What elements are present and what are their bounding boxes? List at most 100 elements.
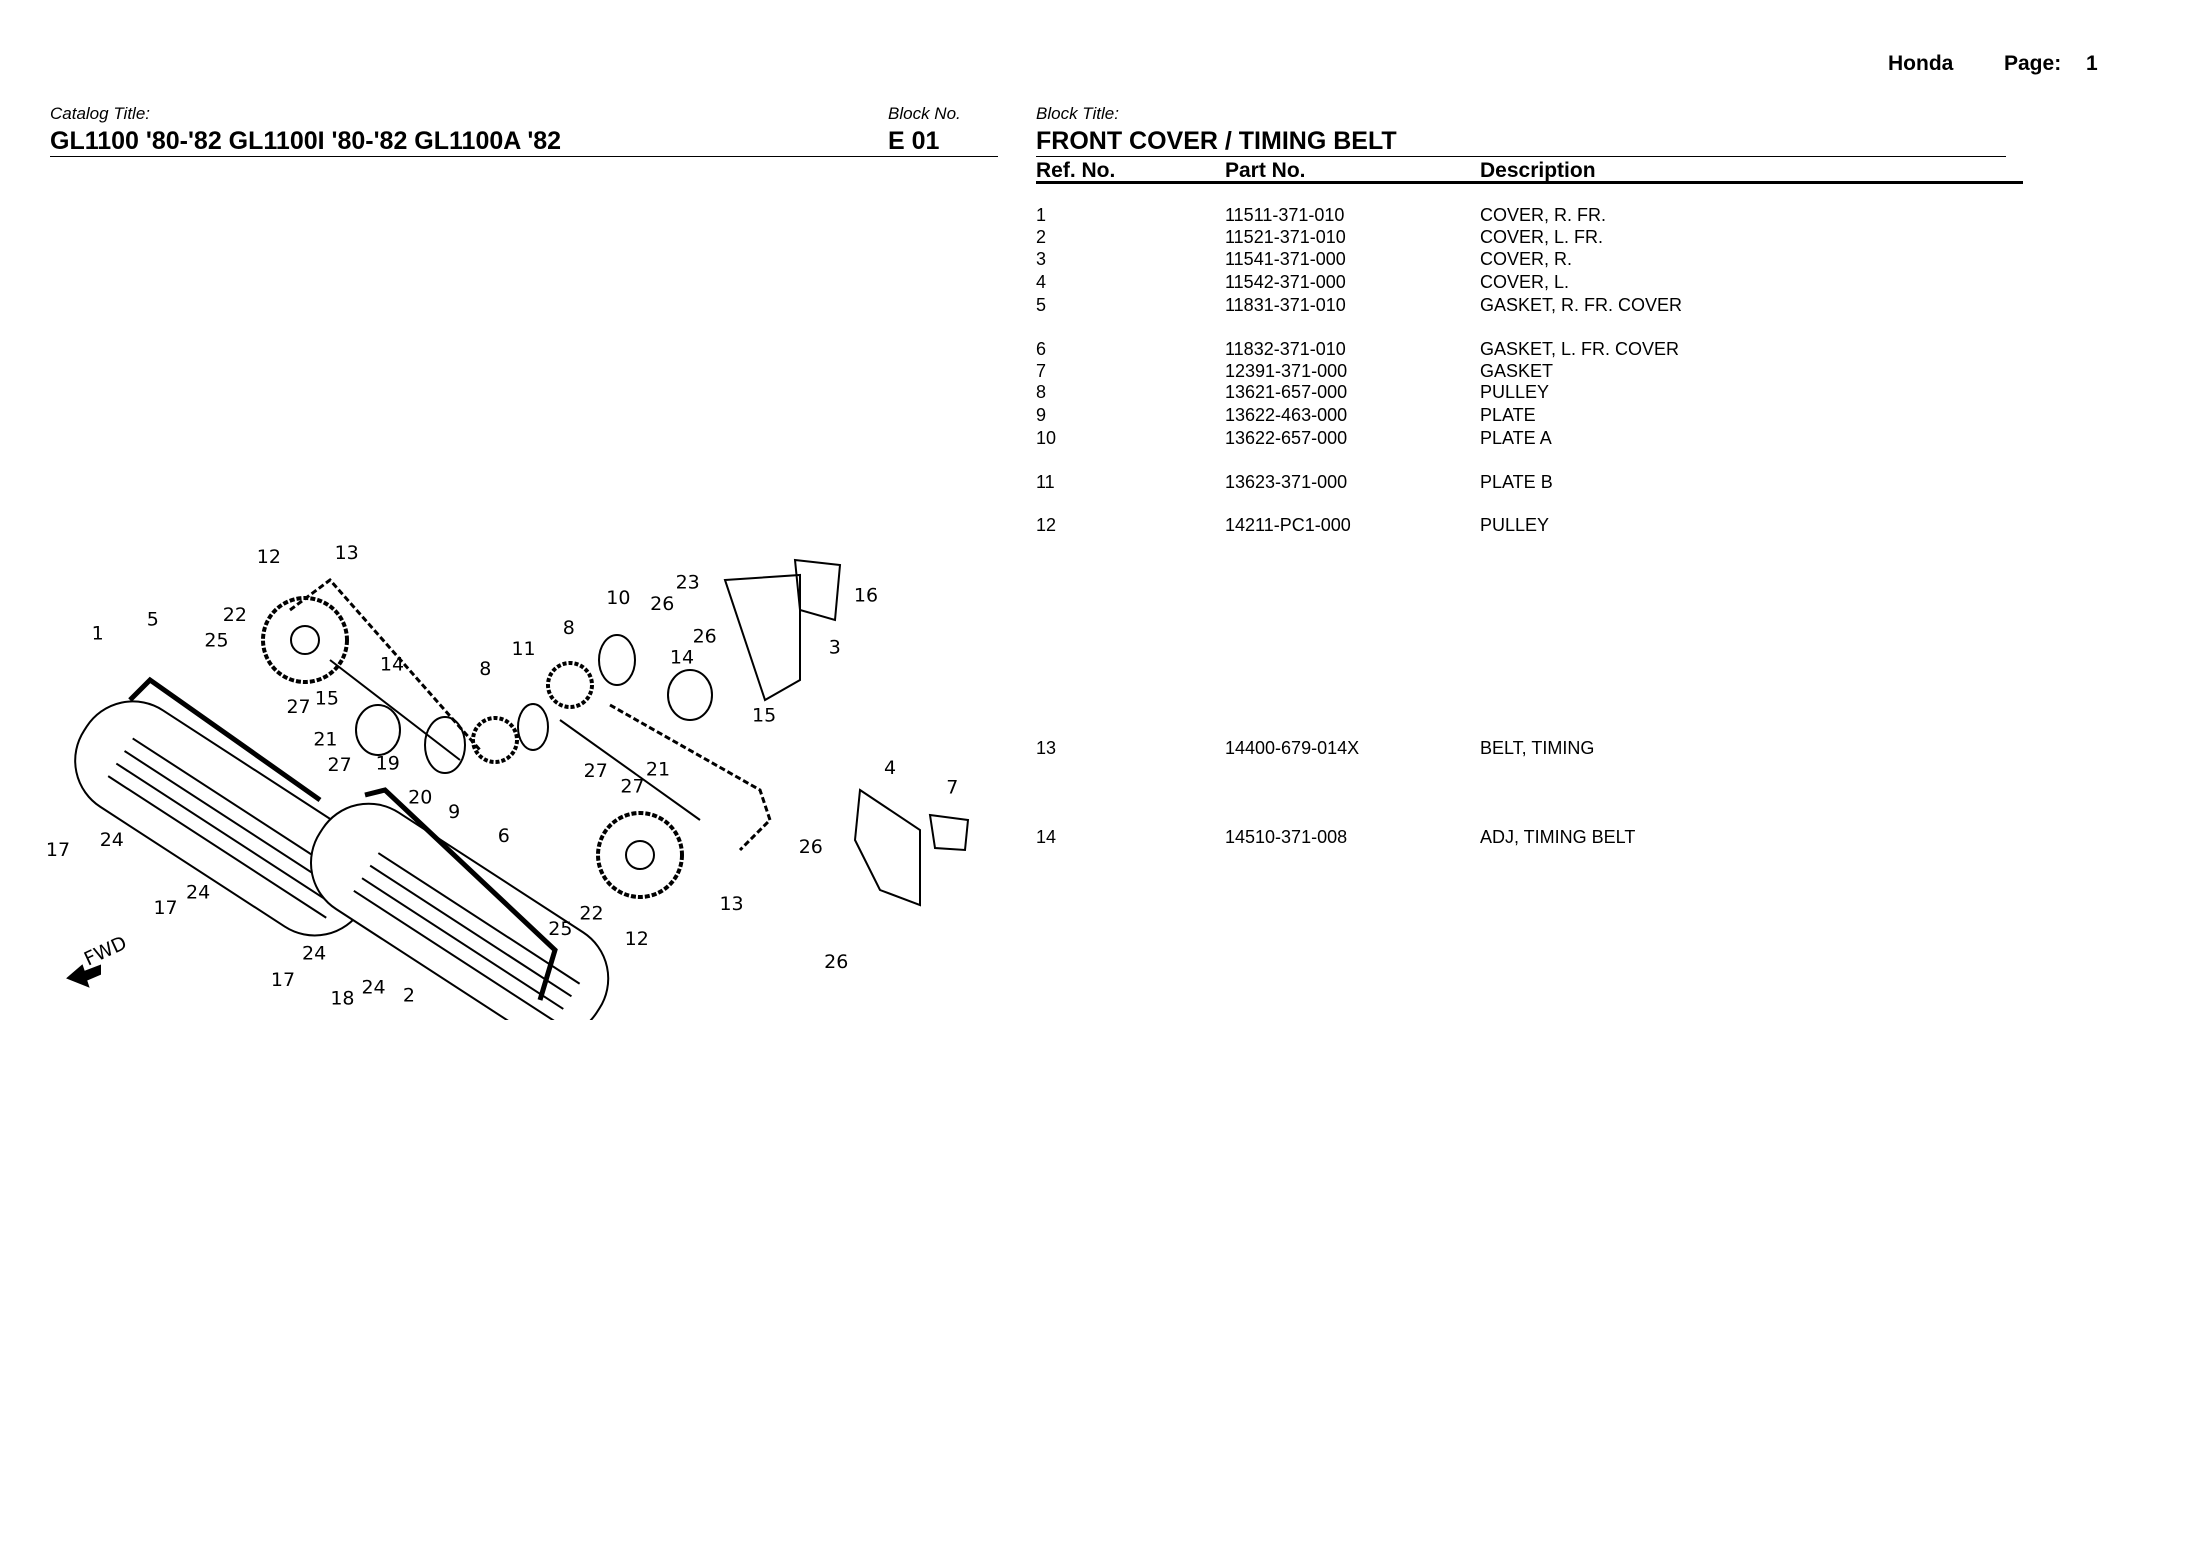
table-cell-desc: GASKET, R. FR. COVER: [1480, 295, 1683, 315]
callout-label: 5: [147, 608, 159, 630]
callout-label: 2: [403, 985, 415, 1007]
callout-label: 23: [676, 572, 700, 594]
callout-label: 18: [330, 988, 354, 1010]
col-header-desc: Description: [1480, 159, 1596, 182]
table-cell-ref: 7: [1036, 361, 1047, 381]
table-cell-desc: PLATE A: [1480, 428, 1552, 448]
table-cell-part: 12391-371-000: [1225, 361, 1348, 381]
table-cell-ref: 14: [1036, 827, 1057, 847]
callout-label: 21: [646, 758, 670, 780]
table-cell-desc: BELT, TIMING: [1480, 738, 1595, 758]
table-cell-desc: GASKET, L. FR. COVER: [1480, 339, 1680, 359]
table-cell-desc: COVER, L.: [1480, 272, 1570, 292]
table-cell-part: 11542-371-000: [1225, 272, 1346, 292]
page-number: 1: [2086, 52, 2098, 75]
callout-label: 17: [271, 969, 295, 991]
callout-label: 17: [46, 839, 70, 861]
callout-label: 14: [670, 647, 694, 669]
table-cell-desc: COVER, R.: [1480, 249, 1573, 269]
table-cell-part: 11541-371-000: [1225, 249, 1346, 269]
block-title-divider: [1036, 156, 2006, 157]
table-cell-ref: 10: [1036, 428, 1057, 448]
table-cell-ref: 3: [1036, 249, 1047, 269]
callout-label: 27: [620, 775, 644, 797]
callout-label: 3: [829, 637, 841, 659]
cover-r-3-shape: [723, 573, 801, 702]
callout-label: 24: [186, 881, 210, 903]
table-cell-ref: 5: [1036, 295, 1047, 315]
table-cell-desc: COVER, L. FR.: [1480, 227, 1604, 247]
callout-label: 12: [257, 546, 281, 568]
table-cell-part: 13621-657-000: [1225, 382, 1348, 402]
callout-label: 26: [650, 593, 674, 615]
table-cell-desc: PLATE: [1480, 405, 1536, 425]
callout-label: 22: [223, 604, 247, 626]
fwd-arrow-icon: [66, 964, 101, 988]
callout-label: 25: [204, 630, 228, 652]
col-header-part: Part No.: [1225, 159, 1306, 182]
timing-belt-upper: [289, 577, 482, 751]
block-title-label: Block Title:: [1036, 104, 1119, 123]
table-cell-ref: 12: [1036, 515, 1057, 535]
callout-label: 24: [302, 942, 326, 964]
table-cell-desc: ADJ, TIMING BELT: [1480, 827, 1636, 847]
cover-l-4-shape: [853, 788, 921, 907]
table-cell-ref: 9: [1036, 405, 1047, 425]
callout-label: 4: [884, 757, 896, 779]
callout-label: 24: [361, 976, 385, 998]
gasket-5-shape: [128, 676, 322, 803]
pulley-12-lower-shape: [596, 811, 684, 899]
callout-label: 8: [563, 617, 575, 639]
callout-label: 26: [693, 625, 717, 647]
col-header-ref: Ref. No.: [1036, 159, 1116, 182]
timing-belt-lower: [609, 703, 772, 852]
callout-label: 9: [448, 801, 460, 823]
callout-label: 27: [286, 696, 310, 718]
gasket-7-shape: [928, 813, 970, 852]
adjuster-14-shape: [355, 704, 401, 756]
plate-9-shape: [424, 716, 466, 774]
block-no-label: Block No.: [888, 104, 961, 123]
cover-r-fr-shape: [74, 700, 374, 937]
callout-label: 12: [625, 928, 649, 950]
table-cell-part: 13622-463-000: [1225, 405, 1348, 425]
callout-label: 19: [376, 753, 400, 775]
callout-label: 14: [380, 654, 404, 676]
table-cell-desc: PULLEY: [1480, 515, 1550, 535]
table-cell-desc: PLATE B: [1480, 472, 1553, 492]
table-cell-desc: COVER, R. FR.: [1480, 205, 1607, 225]
callout-label: 26: [799, 836, 823, 858]
pulley-8-shape: [471, 716, 519, 764]
page-label: Page:: [2004, 52, 2062, 75]
callout-label: 22: [579, 903, 603, 925]
gasket-16-shape: [793, 558, 842, 622]
table-cell-ref: 2: [1036, 227, 1047, 247]
block-no-value: E 01: [888, 127, 940, 155]
table-cell-part: 14211-PC1-000: [1225, 515, 1351, 535]
catalog-divider: [50, 156, 998, 157]
pulley-12-upper-shape: [261, 596, 349, 684]
table-cell-ref: 11: [1036, 472, 1055, 492]
block-title: FRONT COVER / TIMING BELT: [1036, 127, 1397, 155]
callout-label: 24: [100, 829, 124, 851]
table-cell-part: 11521-371-010: [1225, 227, 1346, 247]
table-cell-ref: 13: [1036, 738, 1057, 758]
callout-label: 13: [719, 893, 743, 915]
callout-label: 1: [92, 623, 104, 645]
callout-label: 7: [946, 777, 958, 799]
callout-label: 25: [548, 918, 572, 940]
table-cell-ref: 1: [1036, 205, 1047, 225]
callout-label: 8: [479, 658, 491, 680]
table-cell-part: 13623-371-000: [1225, 472, 1348, 492]
table-cell-desc: GASKET: [1480, 361, 1554, 381]
callout-label: 27: [584, 760, 608, 782]
cover-l-fr-shape: [309, 802, 610, 1020]
plate-b-11-shape: [517, 703, 549, 751]
catalog-title: GL1100 '80-'82 GL1100I '80-'82 GL1100A '…: [50, 127, 562, 155]
fwd-label: FWD: [81, 932, 131, 971]
gasket-6-shape: [364, 787, 558, 1001]
table-cell-part: 11832-371-010: [1225, 339, 1346, 359]
callout-label: 6: [498, 825, 510, 847]
table-cell-ref: 8: [1036, 382, 1047, 402]
